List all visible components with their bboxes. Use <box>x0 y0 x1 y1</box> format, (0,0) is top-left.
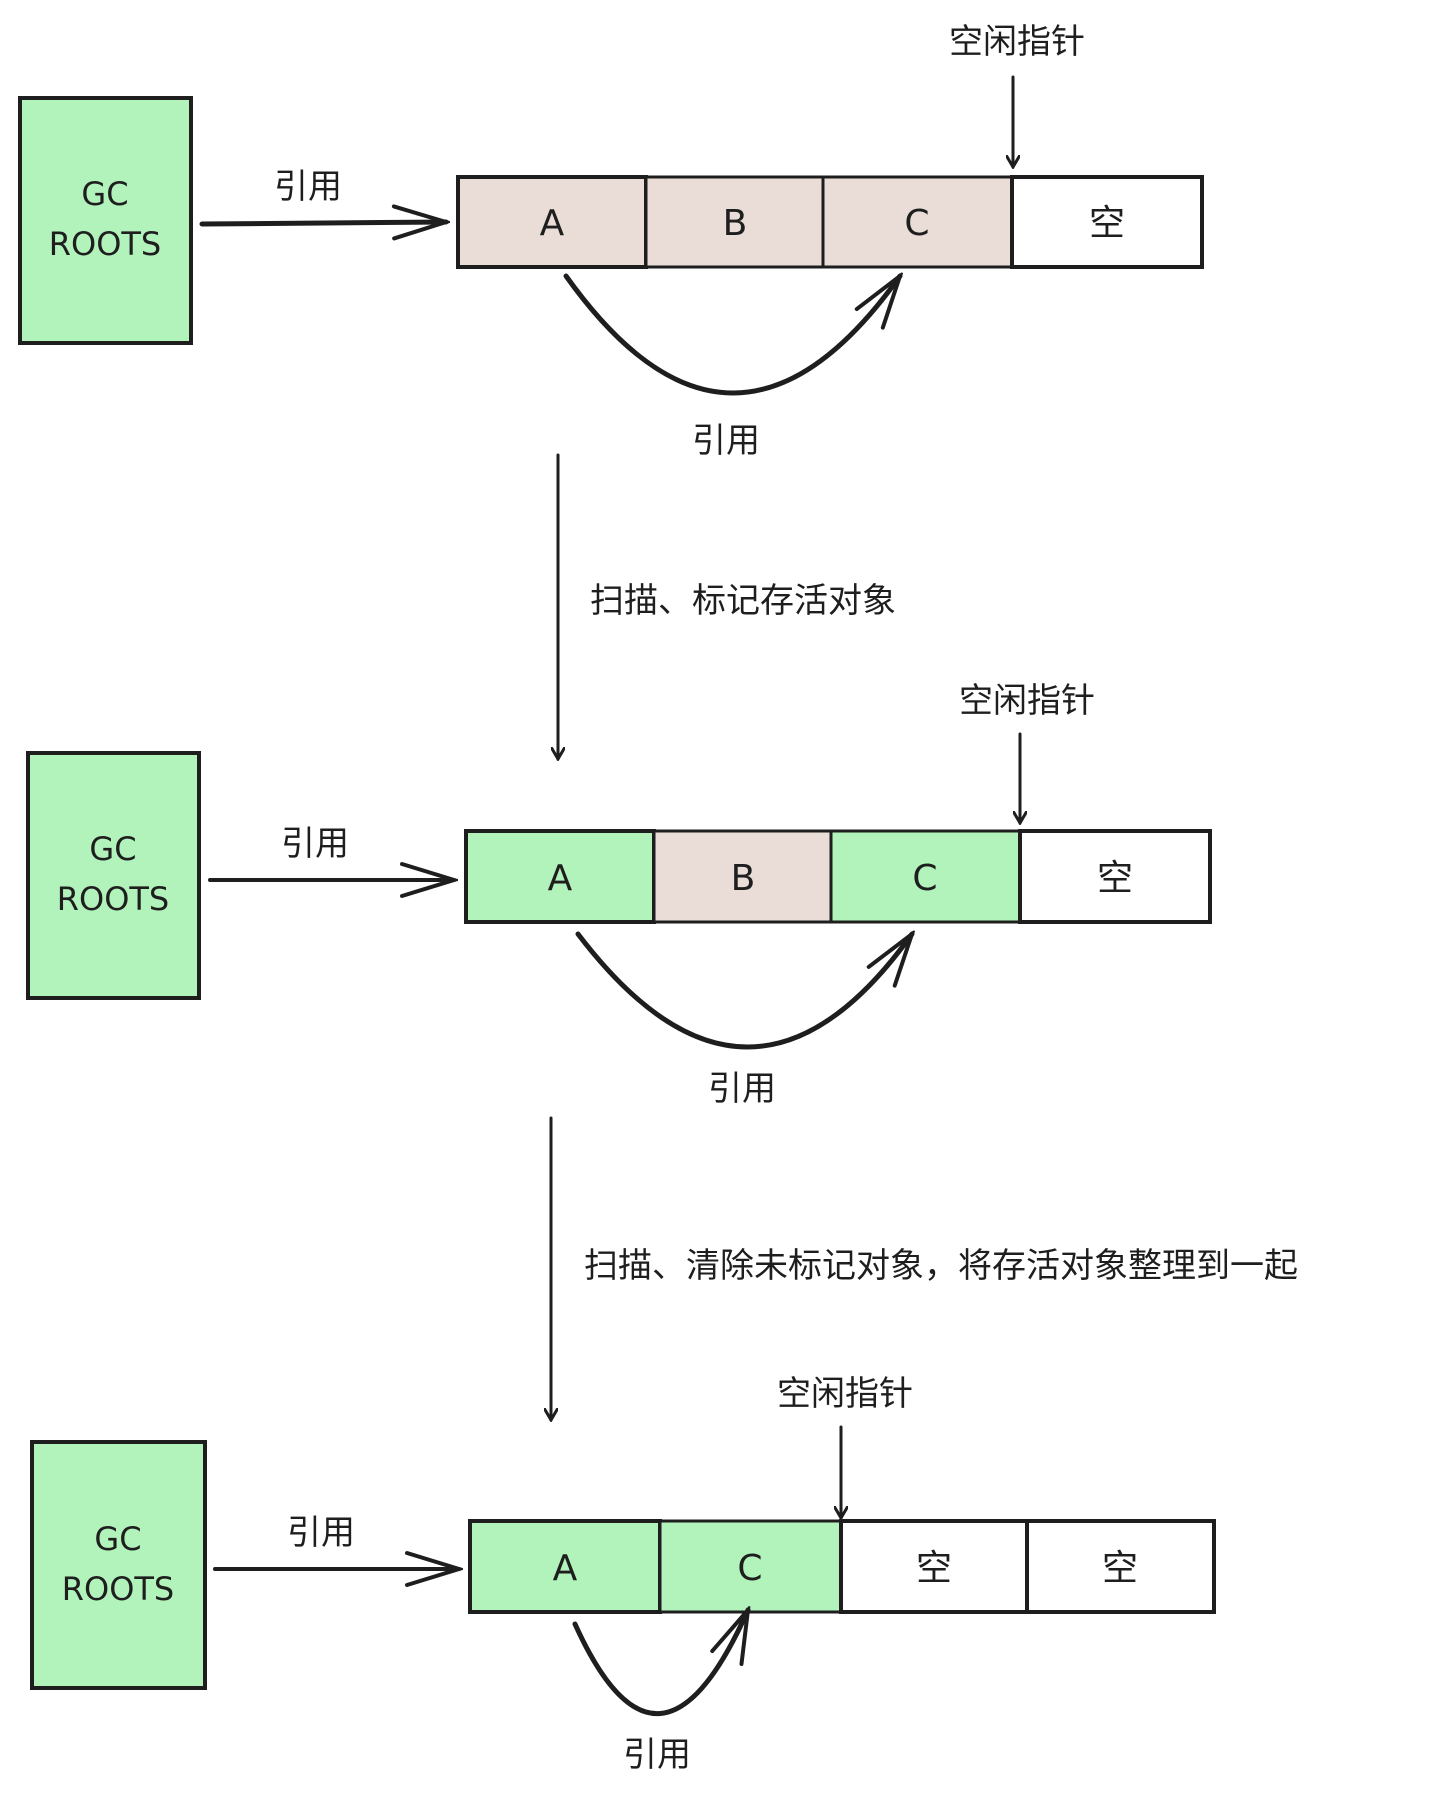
gc-roots-box <box>18 96 193 345</box>
free-pointer-label: 空闲指针 <box>949 22 1085 62</box>
gc-roots-box <box>30 1440 207 1690</box>
memory-cell-1 <box>468 1519 662 1614</box>
inner-reference-curve <box>575 934 912 1050</box>
gc-roots-label-line1: GC <box>81 175 128 213</box>
inner-reference-label: 引用 <box>623 1735 691 1775</box>
step-1: 扫描、标记存活对象 <box>558 453 896 759</box>
root-reference-label: 引用 <box>287 1513 355 1553</box>
root-reference-label: 引用 <box>274 167 342 207</box>
row-1: GC ROOTS 引用 A B C 空 空闲指针 引用 <box>18 22 1204 461</box>
free-pointer-label: 空闲指针 <box>959 681 1095 721</box>
gc-roots-label-line1: GC <box>89 830 136 868</box>
memory-cell-2 <box>644 175 825 269</box>
inner-reference-curve <box>563 276 900 396</box>
cell-label-3: C <box>904 203 929 244</box>
cell-label-4: 空 <box>1089 203 1125 244</box>
memory-cell-2 <box>652 829 833 924</box>
inner-reference-label: 引用 <box>708 1069 776 1109</box>
memory-cell-3 <box>821 175 1014 269</box>
root-reference-label: 引用 <box>281 824 349 864</box>
inner-reference-curve <box>572 1610 748 1717</box>
memory-cell-2 <box>658 1519 843 1614</box>
cell-label-2: C <box>737 1548 762 1589</box>
step-label: 扫描、标记存活对象 <box>590 581 896 621</box>
gc-roots-label-line2: ROOTS <box>62 1570 174 1608</box>
cell-label-2: B <box>723 203 748 244</box>
gc-roots-label-line2: ROOTS <box>57 880 169 918</box>
gc-roots-box <box>26 751 201 1000</box>
cell-label-1: A <box>553 1548 578 1589</box>
inner-reference-label: 引用 <box>692 421 760 461</box>
memory-cell-4 <box>1025 1519 1216 1614</box>
step-2: 扫描、清除未标记对象，将存活对象整理到一起 <box>551 1116 1298 1420</box>
memory-cell-3 <box>839 1519 1029 1614</box>
cell-label-1: A <box>540 203 565 244</box>
memory-cell-4 <box>1018 829 1212 924</box>
row-2: GC ROOTS 引用 A B C 空 空闲指针 引用 <box>26 681 1212 1109</box>
gc-roots-label-line2: ROOTS <box>49 225 161 263</box>
cell-label-3: C <box>912 858 937 899</box>
row-3: GC ROOTS 引用 A C 空 空 空闲指针 引用 <box>30 1374 1216 1775</box>
cell-label-4: 空 <box>1102 1548 1138 1589</box>
memory-cell-4 <box>1010 175 1204 269</box>
cell-label-1: A <box>548 858 573 899</box>
memory-cell-1 <box>456 175 648 269</box>
cell-label-3: 空 <box>916 1548 952 1589</box>
memory-cell-1 <box>464 829 656 924</box>
step-label: 扫描、清除未标记对象，将存活对象整理到一起 <box>584 1246 1298 1286</box>
cell-label-2: B <box>731 858 756 899</box>
cell-label-4: 空 <box>1097 858 1133 899</box>
free-pointer-label: 空闲指针 <box>777 1374 913 1414</box>
gc-roots-label-line1: GC <box>94 1520 141 1558</box>
root-reference-arrow <box>199 222 446 224</box>
